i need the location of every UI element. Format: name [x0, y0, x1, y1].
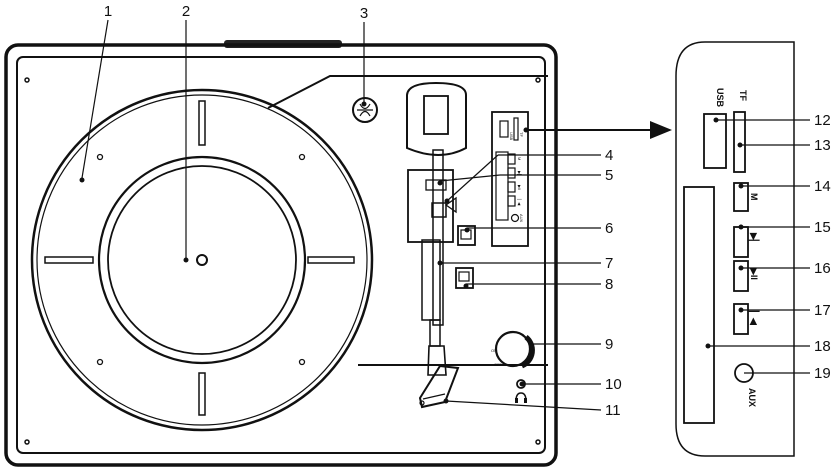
mini-usb-label: USB [509, 132, 514, 141]
leader-11 [445, 400, 602, 411]
leader-1 [81, 19, 109, 179]
mini-aux-jack [510, 213, 520, 223]
platter-dot [298, 153, 306, 161]
aux-label: AUX [747, 388, 757, 407]
tonearm-rest [457, 225, 476, 246]
headphone-icon [515, 392, 527, 403]
platter-inner-rim [36, 94, 368, 426]
turntable-body [4, 40, 558, 467]
display-window [683, 186, 715, 424]
mini-button [507, 167, 516, 179]
prev-button[interactable] [733, 303, 749, 335]
cartridge [419, 400, 425, 406]
callout-4: 4 [605, 147, 613, 164]
platter-slot [198, 372, 206, 416]
callout-19: 19 [814, 365, 831, 382]
callout-16: 16 [814, 260, 831, 277]
tonearm-lift [431, 202, 447, 218]
outer-case [4, 43, 558, 467]
volume-knob[interactable]: ON OFF [491, 330, 535, 369]
platter [30, 88, 374, 432]
mini-usb-port [499, 120, 509, 138]
mode-label: M [749, 193, 759, 201]
headshell [418, 364, 460, 409]
callout-17: 17 [814, 302, 831, 319]
play-pause-button[interactable] [733, 260, 749, 292]
tonearm-collar [425, 179, 447, 191]
mini-tf-label: TF [519, 132, 524, 137]
callout-11: 11 [605, 402, 621, 419]
mini-button [507, 153, 516, 165]
tf-card-slot[interactable] [733, 111, 746, 173]
corner-screw [24, 439, 30, 445]
callout-10: 10 [605, 376, 622, 393]
tonearm-lower [429, 319, 441, 347]
usb-port[interactable] [703, 113, 727, 169]
spindle [196, 254, 208, 266]
speed-adapter [352, 97, 378, 123]
mini-play-pause-label: ▶II [517, 185, 522, 190]
prev-label: ▏◀ [748, 310, 760, 326]
headshell-neck [427, 345, 447, 376]
callout-7: 7 [605, 255, 613, 272]
callout-18: 18 [814, 338, 831, 355]
callout-1: 1 [104, 3, 112, 20]
mini-display [495, 151, 509, 221]
leader-lines [79, 19, 810, 411]
usb-label: USB [715, 88, 725, 108]
counterweight [406, 81, 467, 156]
callout-9: 9 [605, 336, 613, 353]
callout-8: 8 [605, 276, 613, 293]
callout-2: 2 [182, 3, 190, 20]
mini-prev-label: ▏◀ [517, 198, 522, 206]
platter-outer-rim [30, 88, 374, 432]
callout-14: 14 [814, 178, 831, 195]
mini-button [507, 181, 516, 193]
callout-13: 13 [814, 137, 831, 154]
callout-12: 12 [814, 112, 831, 129]
mat-outer-ring [97, 155, 307, 365]
mini-tf-slot [513, 117, 519, 141]
tonearm-base [407, 169, 454, 243]
callout-numbers: 1 2 3 4 5 6 7 8 9 10 11 12 13 14 15 16 1… [104, 3, 831, 419]
callout-15: 15 [814, 219, 831, 236]
panel-outline [675, 41, 795, 457]
tf-label: TF [738, 90, 748, 101]
mini-next-label: ▶▏ [517, 171, 522, 177]
knob-off-label: OFF [494, 362, 503, 367]
platter-slot [44, 256, 94, 264]
platter-slot [198, 100, 206, 146]
next-button[interactable] [733, 226, 749, 258]
platter-dot [96, 153, 104, 161]
mini-aux-label: AUX [519, 214, 524, 223]
counterweight-core [423, 95, 449, 135]
mode-button[interactable] [733, 182, 749, 212]
mini-button [507, 195, 516, 207]
play-pause-label: ▶II [749, 267, 759, 280]
corner-screw [535, 77, 541, 83]
knob-on-label: ON [491, 348, 497, 353]
mini-panel-frame [491, 111, 529, 247]
callout-6: 6 [605, 220, 613, 237]
mat-inner-ring [107, 165, 297, 355]
callout-5: 5 [605, 167, 613, 184]
corner-screw [24, 77, 30, 83]
tonearm-post [421, 239, 441, 321]
inner-deck [16, 56, 546, 454]
platter-dot [96, 358, 104, 366]
platter-dot [298, 358, 306, 366]
mini-mode-label: M [517, 157, 522, 160]
callout-3: 3 [360, 5, 368, 22]
tonearm-assembly [406, 81, 476, 409]
next-label: ▶▏ [748, 232, 760, 247]
platter-slot [307, 256, 355, 264]
control-panel-detail: USB TF M ▶▏ ▶II ▏◀ AUX [675, 41, 795, 457]
corner-screw [535, 439, 541, 445]
detail-arrow [523, 121, 672, 139]
tonearm-tube [432, 149, 444, 326]
mini-control-panel: USB TF M ▶▏ ▶II ▏◀ AUX [491, 111, 529, 247]
